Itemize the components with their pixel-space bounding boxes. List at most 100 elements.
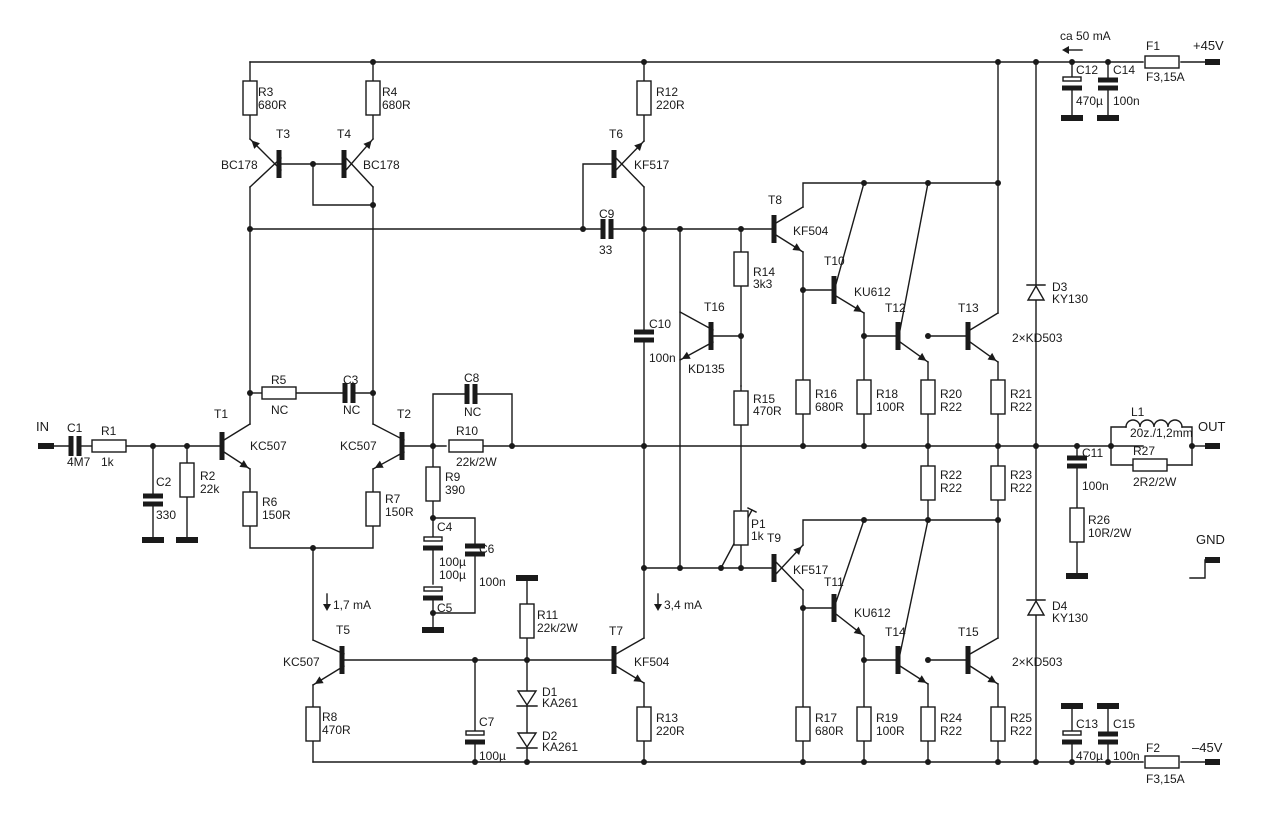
label-r12v: 220R xyxy=(656,98,685,112)
label-r4v: 680R xyxy=(382,98,411,112)
capacitor-c13 xyxy=(1062,730,1082,745)
label-c15v: 100n xyxy=(1113,749,1140,763)
wire xyxy=(432,553,476,614)
label-f2v: F3,15A xyxy=(1146,772,1185,786)
resistor-r12 xyxy=(636,80,652,116)
label-r11v: 22k/2W xyxy=(537,621,578,635)
label-r22: R22 xyxy=(940,468,962,482)
label-r13v: 220R xyxy=(656,724,685,738)
label-r2: R2 xyxy=(200,469,216,483)
label-c9v: 33 xyxy=(599,243,613,257)
junction-dot xyxy=(524,759,530,765)
junction-dot xyxy=(1033,59,1039,65)
capacitor-c9 xyxy=(600,219,614,239)
resistor-r11 xyxy=(519,603,535,639)
label-r24: R24 xyxy=(940,711,962,725)
label-r17: R17 xyxy=(815,711,837,725)
label-r24v: R22 xyxy=(940,724,962,738)
label-r25: R25 xyxy=(1010,711,1032,725)
label-c6: C6 xyxy=(479,542,495,556)
label-t15: T15 xyxy=(958,625,979,639)
resistor-r21 xyxy=(990,379,1006,415)
label-t8: T8 xyxy=(768,193,782,207)
label-r16v: 680R xyxy=(815,400,844,414)
transistor-t14 xyxy=(895,519,929,685)
junction-dot xyxy=(472,759,478,765)
resistor-r9 xyxy=(425,466,441,502)
label-t4v: BC178 xyxy=(363,158,400,172)
junction-dot xyxy=(925,759,931,765)
transistor-t12 xyxy=(895,182,929,363)
capacitor-c3 xyxy=(342,383,356,403)
label-r4: R4 xyxy=(382,85,398,99)
wire xyxy=(249,525,374,549)
label-t1v: KC507 xyxy=(250,439,287,453)
label-r6v: 150R xyxy=(262,508,291,522)
label-t10: T10 xyxy=(824,254,845,268)
capacitor-c12 xyxy=(1062,76,1082,91)
junction-dot xyxy=(370,59,376,65)
label-r19: R19 xyxy=(876,711,898,725)
label-t13: T13 xyxy=(958,301,979,315)
label-r26v: 10R/2W xyxy=(1088,526,1132,540)
label-t7v: KF504 xyxy=(634,655,670,669)
capacitor-c6 xyxy=(465,543,485,557)
transistor-t10 xyxy=(831,182,865,314)
resistor-r2 xyxy=(179,462,195,498)
capacitor-c8 xyxy=(464,384,478,404)
label-r23v: R22 xyxy=(1010,481,1032,495)
label-r16: R16 xyxy=(815,387,837,401)
transistor-t3 xyxy=(249,138,282,188)
junction-dot xyxy=(641,59,647,65)
label-r1v: 1k xyxy=(101,455,115,469)
label-t11v: KU612 xyxy=(854,606,891,620)
label-r1: R1 xyxy=(101,424,117,438)
capacitor-c10 xyxy=(634,329,654,343)
label-r7: R7 xyxy=(385,492,401,506)
label-r8: R8 xyxy=(322,710,338,724)
label-r9: R9 xyxy=(445,470,461,484)
label-c8: C8 xyxy=(464,371,480,385)
label-c14v: 100n xyxy=(1113,94,1140,108)
label-t16: T16 xyxy=(704,300,725,314)
label-c1: C1 xyxy=(67,421,83,435)
resistor-r17 xyxy=(795,706,811,742)
label-r14: R14 xyxy=(753,265,775,279)
label-d4v: KY130 xyxy=(1052,611,1088,625)
wire xyxy=(747,507,757,513)
label-r22v: R22 xyxy=(940,481,962,495)
transistor-t2 xyxy=(372,423,405,470)
label-t7: T7 xyxy=(609,624,623,638)
resistor-r8 xyxy=(305,706,321,742)
fuse-f2 xyxy=(1144,755,1180,769)
resistor-r1 xyxy=(91,439,127,453)
label-d4: D4 xyxy=(1052,599,1068,613)
wire xyxy=(1110,426,1127,447)
label-r6: R6 xyxy=(262,495,278,509)
label-i34: 3,4 mA xyxy=(664,598,702,612)
label-t16v: KD135 xyxy=(688,362,725,376)
resistor-r27 xyxy=(1132,458,1168,472)
wire xyxy=(802,519,999,546)
capacitor-c5 xyxy=(423,586,443,601)
label-r3v: 680R xyxy=(258,98,287,112)
label-out: OUT xyxy=(1198,419,1226,434)
label-c7: C7 xyxy=(479,715,495,729)
wire xyxy=(1181,426,1193,466)
wire xyxy=(432,393,468,447)
label-r2v: 22k xyxy=(200,482,220,496)
label-t9: T9 xyxy=(767,531,781,545)
label-t4: T4 xyxy=(337,127,351,141)
capacitor-c14 xyxy=(1098,77,1118,91)
label-r9v: 390 xyxy=(445,483,465,497)
resistor-r16 xyxy=(795,379,811,415)
junction-dot xyxy=(861,443,867,449)
label-c4v: 100µ xyxy=(439,555,466,569)
label-c13: C13 xyxy=(1076,717,1098,731)
capacitor-c11 xyxy=(1067,455,1087,469)
label-t1: T1 xyxy=(214,407,228,421)
wire xyxy=(312,163,374,206)
diode-d3 xyxy=(1026,284,1046,301)
resistor-r20 xyxy=(920,379,936,415)
label-r23: R23 xyxy=(1010,468,1032,482)
